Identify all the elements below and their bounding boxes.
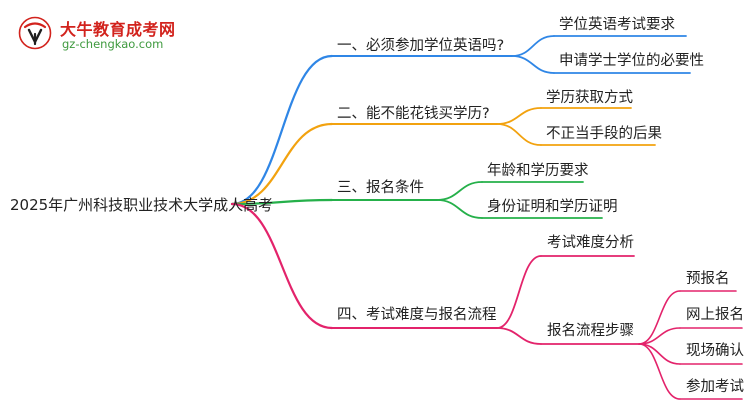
step-take-exam: 参加考试 xyxy=(686,379,744,395)
brand-logo: 大牛教育成考网 gz-chengkao.com xyxy=(8,14,213,58)
connector-b1-c1 xyxy=(511,35,555,57)
branch-2-label: 二、能不能花钱买学历? xyxy=(337,106,490,122)
branch-4-label: 四、考试难度与报名流程 xyxy=(337,307,497,323)
root-topic: 2025年广州科技职业技术大学成人高考 xyxy=(10,196,274,214)
branch-3-child-2: 身份证明和学历证明 xyxy=(487,199,618,215)
step-pre-registration: 预报名 xyxy=(686,271,730,287)
connector-b2-c2 xyxy=(496,123,542,146)
brand-name: 大牛教育成考网 xyxy=(60,20,176,39)
connector-step-2 xyxy=(638,327,681,345)
connector-b3-c2 xyxy=(436,199,483,219)
branch-2-child-2: 不正当手段的后果 xyxy=(546,126,662,142)
step-online-registration: 网上报名 xyxy=(686,307,744,323)
connector-step-3 xyxy=(638,343,681,365)
connector-root-branch-3 xyxy=(230,198,334,206)
connector-b1-c2 xyxy=(511,55,555,74)
connector-step-1 xyxy=(638,290,681,345)
step-onsite-confirmation: 现场确认 xyxy=(686,343,744,359)
branch-1-label: 一、必须参加学位英语吗? xyxy=(337,38,505,54)
connector-step-4 xyxy=(638,343,681,400)
branch-1-child-1: 学位英语考试要求 xyxy=(559,17,675,33)
connector-b2-c1 xyxy=(496,107,542,125)
branch-3-child-1: 年龄和学历要求 xyxy=(487,163,589,179)
connector-root-branch-2 xyxy=(230,122,334,206)
connector-b3-c1 xyxy=(436,181,483,201)
branch-4-child-2: 报名流程步骤 xyxy=(547,323,634,339)
branch-2-child-1: 学历获取方式 xyxy=(546,90,633,106)
connector-root-branch-4 xyxy=(230,202,334,330)
connector-b4-c2 xyxy=(496,327,542,345)
branch-3-label: 三、报名条件 xyxy=(337,180,424,196)
branch-4-child-1: 考试难度分析 xyxy=(547,235,634,251)
brand-domain: gz-chengkao.com xyxy=(62,37,164,51)
connector-root-branch-1 xyxy=(230,54,334,206)
branch-1-child-2: 申请学士学位的必要性 xyxy=(559,53,704,69)
niu-badge-icon xyxy=(18,16,52,50)
connector-b4-c1 xyxy=(496,255,542,329)
